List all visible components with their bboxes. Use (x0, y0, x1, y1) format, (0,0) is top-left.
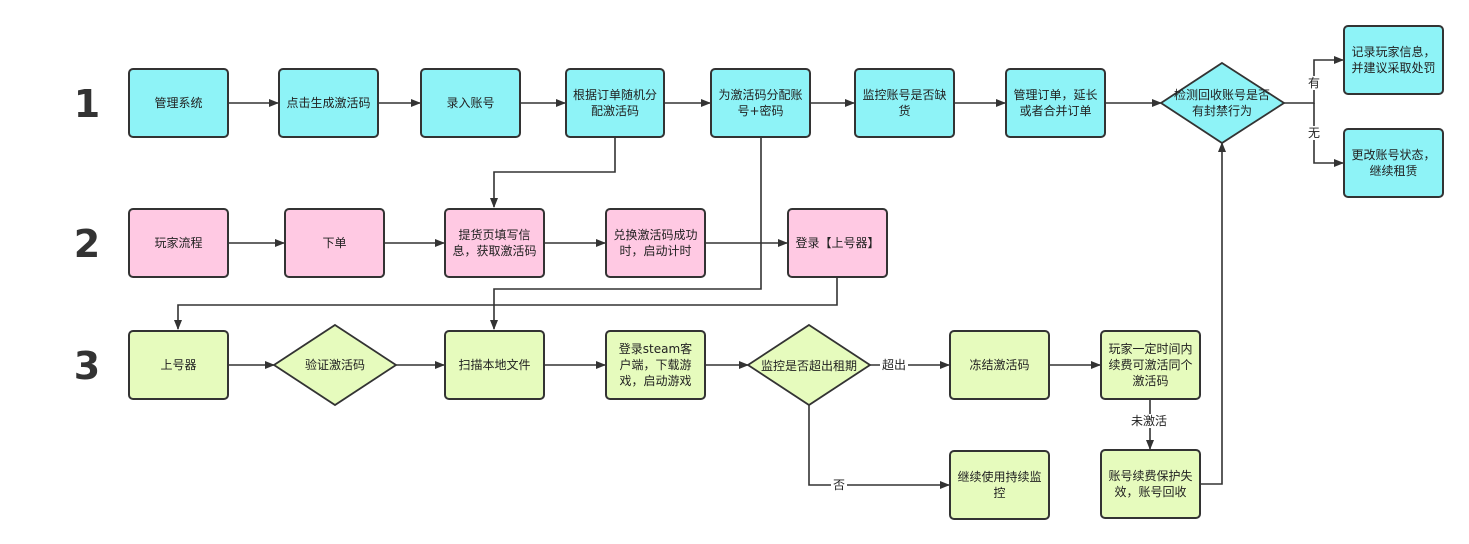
edge-recycle-to-check (1201, 142, 1226, 485)
node-redeem-code: 兑换激活码成功时，启动计时 (605, 208, 706, 278)
row-number-2: 2 (73, 222, 101, 266)
label-monitor-expire: 监控是否超出租期 (760, 359, 857, 373)
node-launcher: 上号器 (128, 330, 229, 400)
edge-label-not: 否 (831, 478, 848, 492)
node-generate-code: 点击生成激活码 (278, 68, 379, 138)
node-assign-code: 根据订单随机分配激活码 (565, 68, 665, 138)
node-login-tool: 登录【上号器】 (787, 208, 888, 278)
diamond-verify-code (272, 323, 398, 407)
edge-assignacct-to-scan (490, 138, 762, 330)
node-monitor-stock: 监控账号是否缺货 (854, 68, 955, 138)
edge-label-not-activated: 未激活 (1129, 414, 1170, 428)
diamond-monitor-expire (746, 323, 872, 407)
node-protection-expired: 账号续费保护失效，账号回收 (1100, 449, 1201, 519)
node-renew-reactivate: 玩家一定时间内续费可激活同个激活码 (1100, 330, 1201, 400)
diamond-check-banned (1159, 61, 1286, 145)
node-login-steam: 登录steam客户端，下载游戏，启动游戏 (605, 330, 706, 400)
node-admin-system: 管理系统 (128, 68, 229, 138)
row-number-1: 1 (73, 82, 101, 126)
edge-login-to-launcher (174, 278, 838, 330)
node-assign-account: 为激活码分配账号+密码 (710, 68, 811, 138)
label-verify-code: 验证激活码 (304, 358, 365, 372)
edge-label-no: 无 (1306, 126, 1323, 140)
edge-assign-to-fill (490, 138, 616, 208)
edge-label-exceeded: 超出 (880, 358, 909, 372)
node-scan-files: 扫描本地文件 (444, 330, 545, 400)
node-fill-info: 提货页填写信息，获取激活码 (444, 208, 545, 278)
node-record-penalty: 记录玩家信息，并建议采取处罚 (1343, 25, 1444, 95)
label-check-banned: 检测回收账号是否有封禁行为 (1173, 88, 1270, 118)
edge-label-yes: 有 (1306, 76, 1323, 90)
node-player-flow: 玩家流程 (128, 208, 229, 278)
node-change-status: 更改账号状态，继续租赁 (1343, 128, 1444, 198)
node-manage-order: 管理订单，延长或者合并订单 (1005, 68, 1106, 138)
row-number-3: 3 (73, 344, 101, 388)
node-place-order: 下单 (284, 208, 385, 278)
node-freeze-code: 冻结激活码 (949, 330, 1050, 400)
edge-monitor-not (808, 405, 950, 489)
edge-check-no (1313, 103, 1344, 167)
node-enter-account: 录入账号 (420, 68, 521, 138)
node-continue-monitor: 继续使用持续监控 (949, 450, 1050, 520)
